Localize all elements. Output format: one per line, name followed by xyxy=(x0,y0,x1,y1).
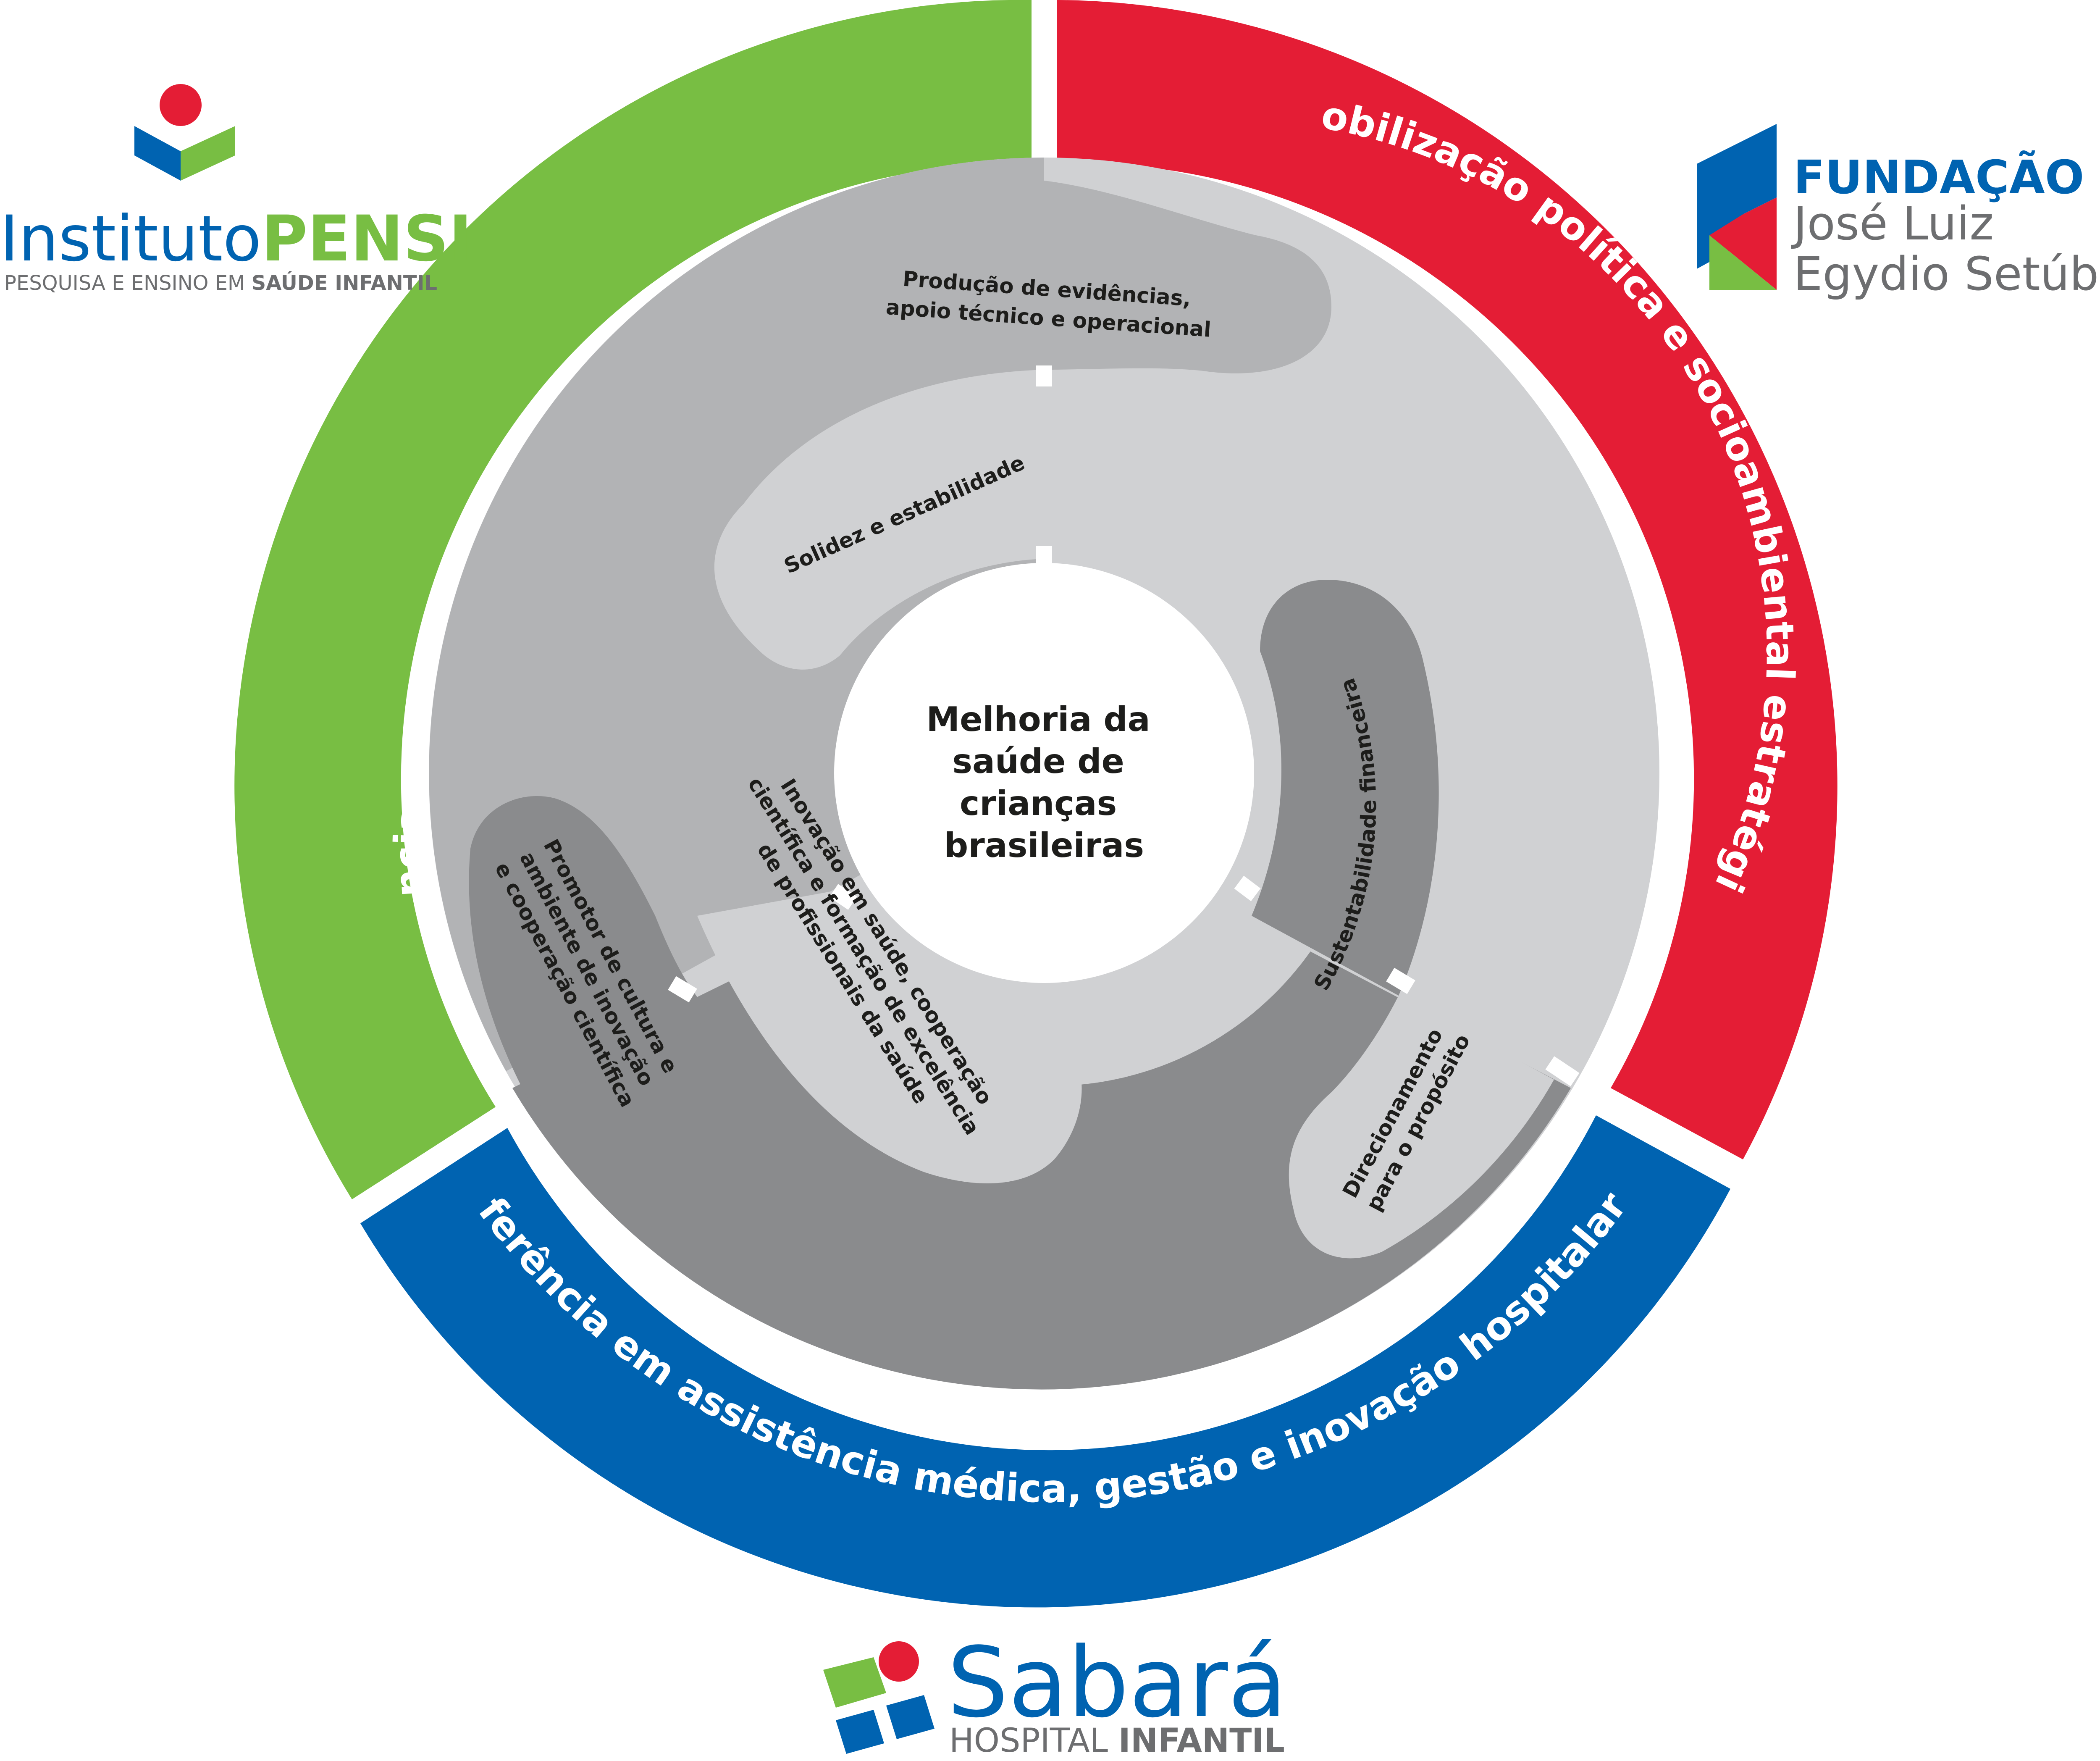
pensi-dot-icon xyxy=(160,84,202,126)
sabara-shape-green xyxy=(823,1657,886,1708)
pensi-tagline-part1: PESQUISA E ENSINO EM xyxy=(4,271,252,295)
logo-fundacao: FUNDAÇÃO José Luiz Egydio Setúbal xyxy=(1697,124,2100,301)
pensi-tagline-part2: SAÚDE INFANTIL xyxy=(252,271,437,295)
pensi-name-part1: Instituto xyxy=(0,202,261,276)
pensi-shape-green xyxy=(181,126,235,181)
disc-dark-bottom xyxy=(512,951,1571,1390)
center-circle xyxy=(834,563,1254,983)
sabara-tagline-part2: INFANTIL xyxy=(1118,1722,1285,1759)
separator-right-2 xyxy=(1545,1056,1580,1086)
sabara-shape-blue-2 xyxy=(886,1695,934,1739)
outer-segment-blue xyxy=(360,1115,1730,1608)
separator-right-1 xyxy=(1386,967,1415,994)
center-text: Melhoria da saúde de crianças brasileira… xyxy=(926,700,1162,865)
separator-left-1 xyxy=(668,976,697,1003)
fundacao-line2: José Luiz xyxy=(1791,197,1994,250)
outer-segment-red xyxy=(1057,0,1838,1159)
fundacao-shape-red xyxy=(1709,197,1777,290)
pensi-tagline: PESQUISA E ENSINO EM SAÚDE INFANTIL xyxy=(4,271,437,295)
sabara-tagline-part1: HOSPITAL xyxy=(949,1722,1118,1759)
logo-instituto-pensi: InstitutoPENSI PESQUISA E ENSINO EM SAÚD… xyxy=(0,84,472,295)
sabara-name: Sabará xyxy=(947,1627,1287,1739)
band-producao xyxy=(1044,181,1331,373)
band-solidez xyxy=(714,370,1044,670)
pensi-name: InstitutoPENSI xyxy=(0,202,472,276)
separator-left-2 xyxy=(829,884,857,910)
band-promotor xyxy=(469,796,714,1109)
pensi-shape-blue xyxy=(134,126,181,181)
band-direcionamento xyxy=(1289,996,1554,1259)
sabara-dot-icon xyxy=(879,1641,919,1682)
separator-center-r xyxy=(1234,875,1261,902)
band-inovacao xyxy=(697,891,1082,1184)
fundacao-line3: Egydio Setúbal xyxy=(1793,247,2100,301)
logo-sabara: Sabará HOSPITAL INFANTIL xyxy=(823,1627,1287,1760)
fundacao-line1: FUNDAÇÃO xyxy=(1793,150,2084,204)
outer-segment-green xyxy=(234,0,1032,1199)
sabara-tagline: HOSPITAL INFANTIL xyxy=(949,1722,1285,1759)
fundacao-shape-green xyxy=(1709,235,1777,290)
band-sustentabilidade xyxy=(1252,580,1439,996)
pensi-name-part2: PENSI xyxy=(261,202,472,276)
sabara-shape-blue-1 xyxy=(836,1710,884,1754)
center: Melhoria da saúde de crianças brasileira… xyxy=(834,563,1254,983)
inner-bands xyxy=(469,181,1554,1259)
